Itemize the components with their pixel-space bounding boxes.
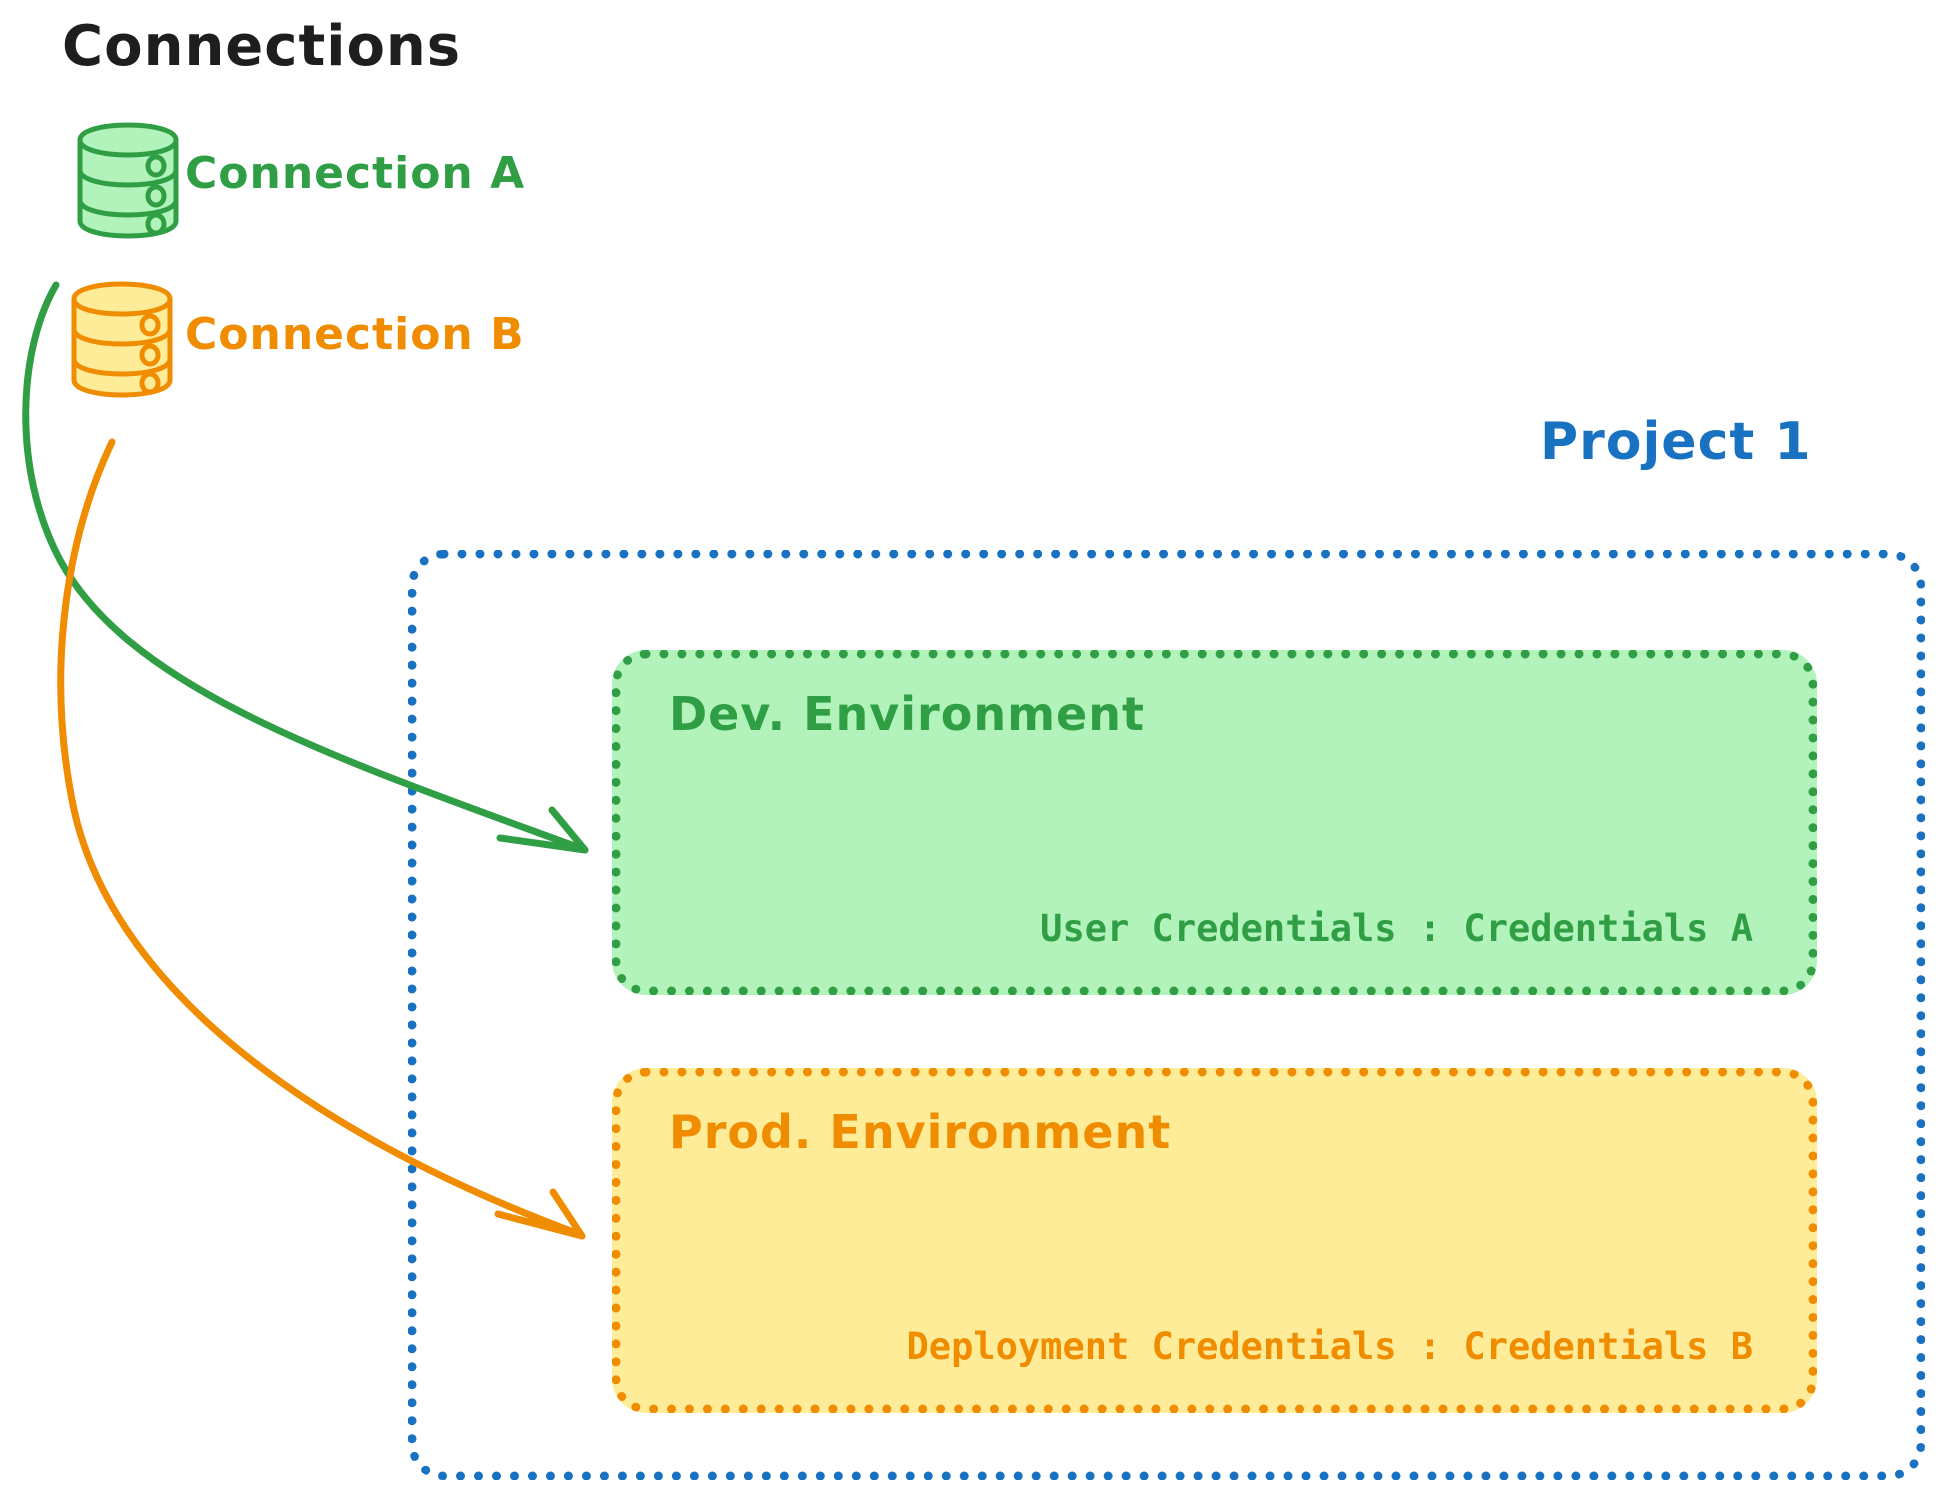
dev-environment-title: Dev. Environment <box>669 687 1145 741</box>
prod-environment-box: Prod. Environment Deployment Credentials… <box>612 1068 1817 1413</box>
dev-environment-box: Dev. Environment User Credentials : Cred… <box>612 650 1817 995</box>
prod-environment-credentials: Deployment Credentials : Credentials B <box>906 1325 1753 1368</box>
prod-environment-title: Prod. Environment <box>669 1105 1172 1159</box>
connection-a-label: Connection A <box>185 148 526 199</box>
dev-environment-credentials: User Credentials : Credentials A <box>1040 907 1753 950</box>
database-icon <box>62 277 182 406</box>
connections-heading: Connections <box>62 14 462 79</box>
connection-b-label: Connection B <box>185 309 525 360</box>
database-icon <box>68 118 188 247</box>
project-title: Project 1 <box>1540 412 1812 472</box>
